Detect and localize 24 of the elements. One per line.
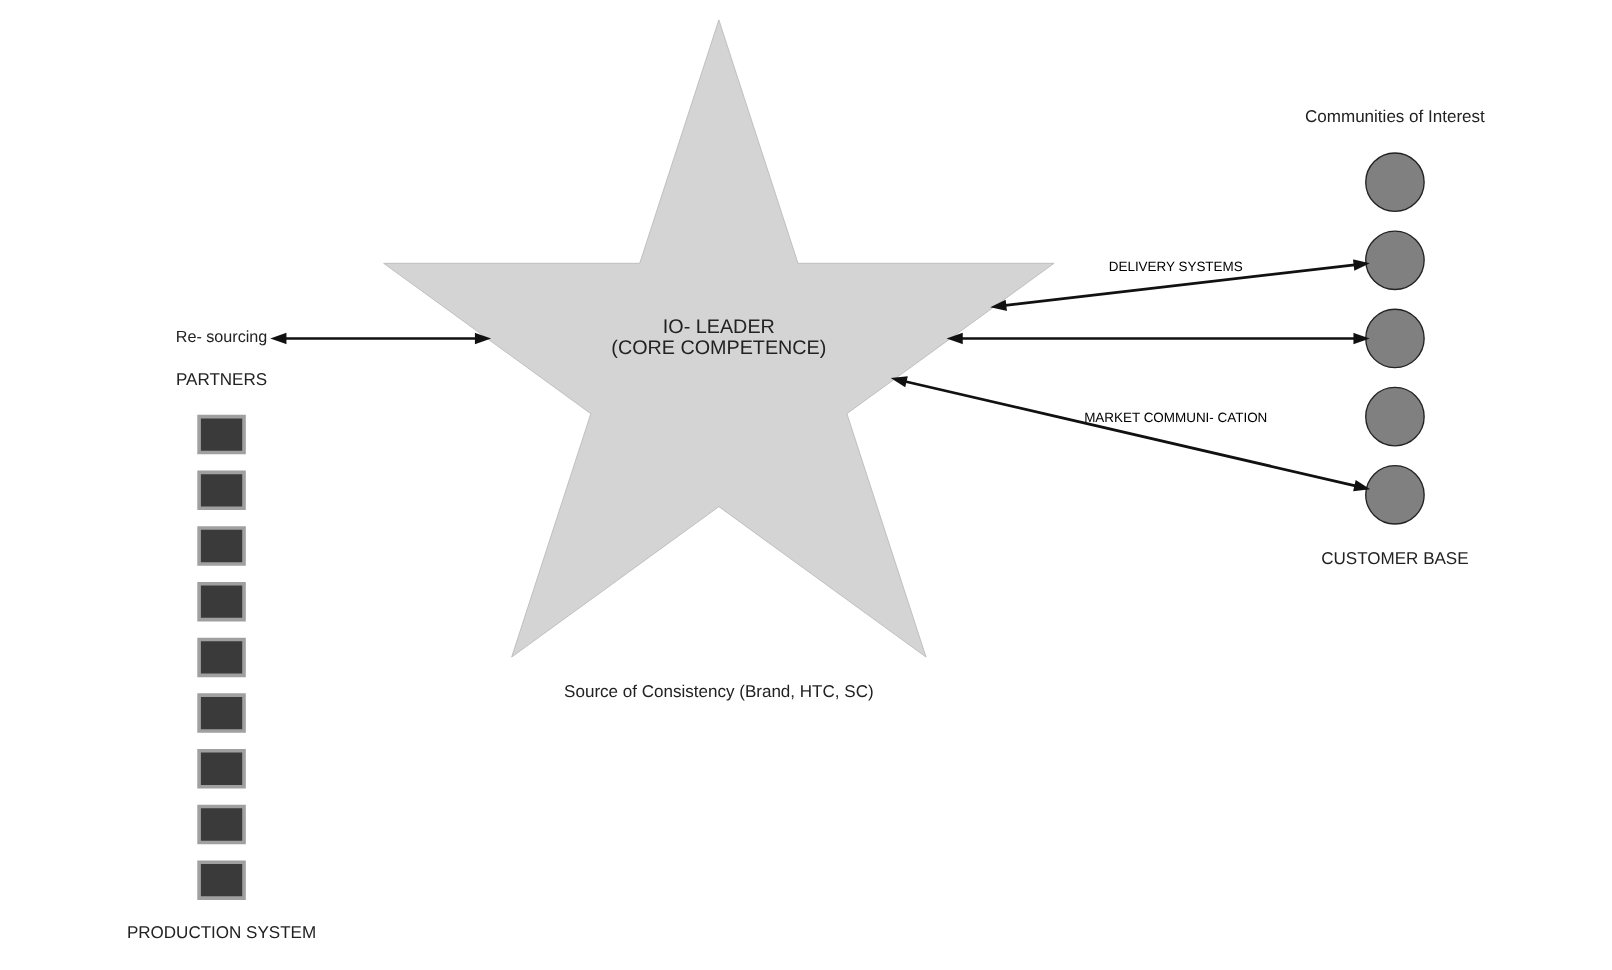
node-text: Re- sourcing [175,328,268,347]
node-circle [1365,152,1425,213]
node-box [197,470,246,511]
node-box [197,526,246,566]
node-box [197,637,246,678]
node-box [197,749,246,789]
arrow [990,259,1370,311]
label: CUSTOMER BASE [1321,547,1469,568]
node-box [197,581,246,622]
node-box [197,414,246,455]
node-box [197,693,246,733]
arrow [270,332,492,345]
label: Communities of Interest [1305,105,1485,126]
label: PRODUCTION SYSTEM [126,922,317,943]
arrow [946,332,1370,345]
label: Source of Consistency (Brand, HTC, SC) [564,680,874,701]
arrow [890,376,1371,492]
node-circle [1365,386,1425,447]
node-box [197,804,246,845]
node-circle [1365,464,1425,525]
node-circle [1365,230,1425,291]
node-circle [1365,308,1425,369]
label: PARTNERS [175,368,268,389]
node-box [197,860,246,900]
